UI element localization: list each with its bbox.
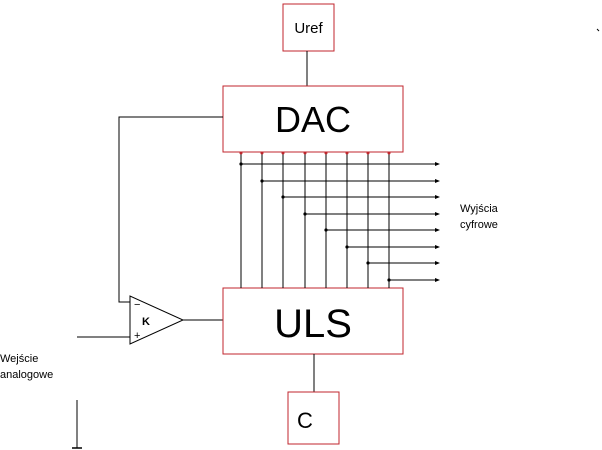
clock-block-frame <box>287 391 340 445</box>
uref-label: Uref <box>294 20 323 37</box>
uls-label: ULS <box>274 302 352 346</box>
bus-top-dot-6 <box>345 151 349 155</box>
digital-output-arrow-6 <box>435 245 440 249</box>
clock-block: C <box>287 391 340 445</box>
analog-input-label-line1: Wejście <box>0 353 38 365</box>
digital-output-arrow-4 <box>435 212 440 216</box>
comparator-plus-sign: + <box>134 330 140 342</box>
digital-output-arrow-1 <box>435 162 440 166</box>
digital-outputs-label-line1: Wyjścia <box>460 203 499 215</box>
digital-output-arrow-2 <box>435 179 440 183</box>
digital-output-arrow-3 <box>435 195 440 199</box>
digital-outputs-label-line2: cyfrowe <box>460 219 498 231</box>
uls-block-frame <box>222 287 404 355</box>
digital-bus <box>239 151 440 288</box>
stray-mark <box>596 28 600 32</box>
bus-top-dot-7 <box>366 151 370 155</box>
analog-input-label-line2: analogowe <box>0 369 53 381</box>
bus-top-dot-2 <box>260 151 264 155</box>
comparator-triangle <box>129 295 185 345</box>
digital-output-arrow-7 <box>435 261 440 265</box>
bus-top-dot-8 <box>387 151 391 155</box>
bus-top-dot-3 <box>281 151 285 155</box>
dac-block: DAC <box>222 85 404 153</box>
comparator: − + K <box>129 295 185 345</box>
bus-top-dot-1 <box>239 151 243 155</box>
dac-label: DAC <box>275 99 351 140</box>
uls-block: ULS <box>222 287 404 355</box>
clock-label: C <box>297 408 313 433</box>
uref-block: Uref <box>282 3 335 52</box>
bus-top-dot-5 <box>324 151 328 155</box>
dac-block-frame <box>222 85 404 153</box>
feedback-wire <box>118 116 223 303</box>
digital-output-arrow-8 <box>435 278 440 282</box>
ground-symbol <box>72 400 82 449</box>
uref-block-frame <box>282 3 335 52</box>
comparator-minus-sign: − <box>134 299 140 311</box>
comparator-gain-label: K <box>142 316 150 328</box>
bus-top-dot-4 <box>303 151 307 155</box>
digital-output-arrow-5 <box>435 228 440 232</box>
